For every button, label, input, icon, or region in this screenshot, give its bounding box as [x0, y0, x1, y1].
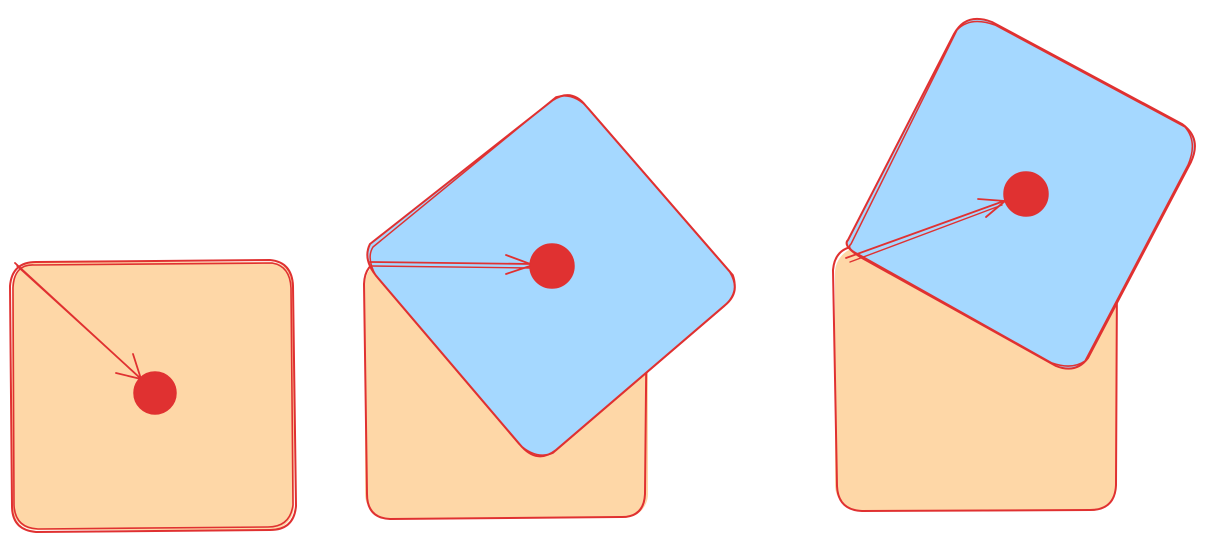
center-dot-icon — [133, 371, 177, 415]
panel-3 — [832, 18, 1196, 512]
panel-2 — [363, 94, 736, 520]
center-dot-icon — [529, 243, 575, 289]
panel-1 — [9, 259, 297, 533]
center-dot-icon — [1003, 171, 1049, 217]
